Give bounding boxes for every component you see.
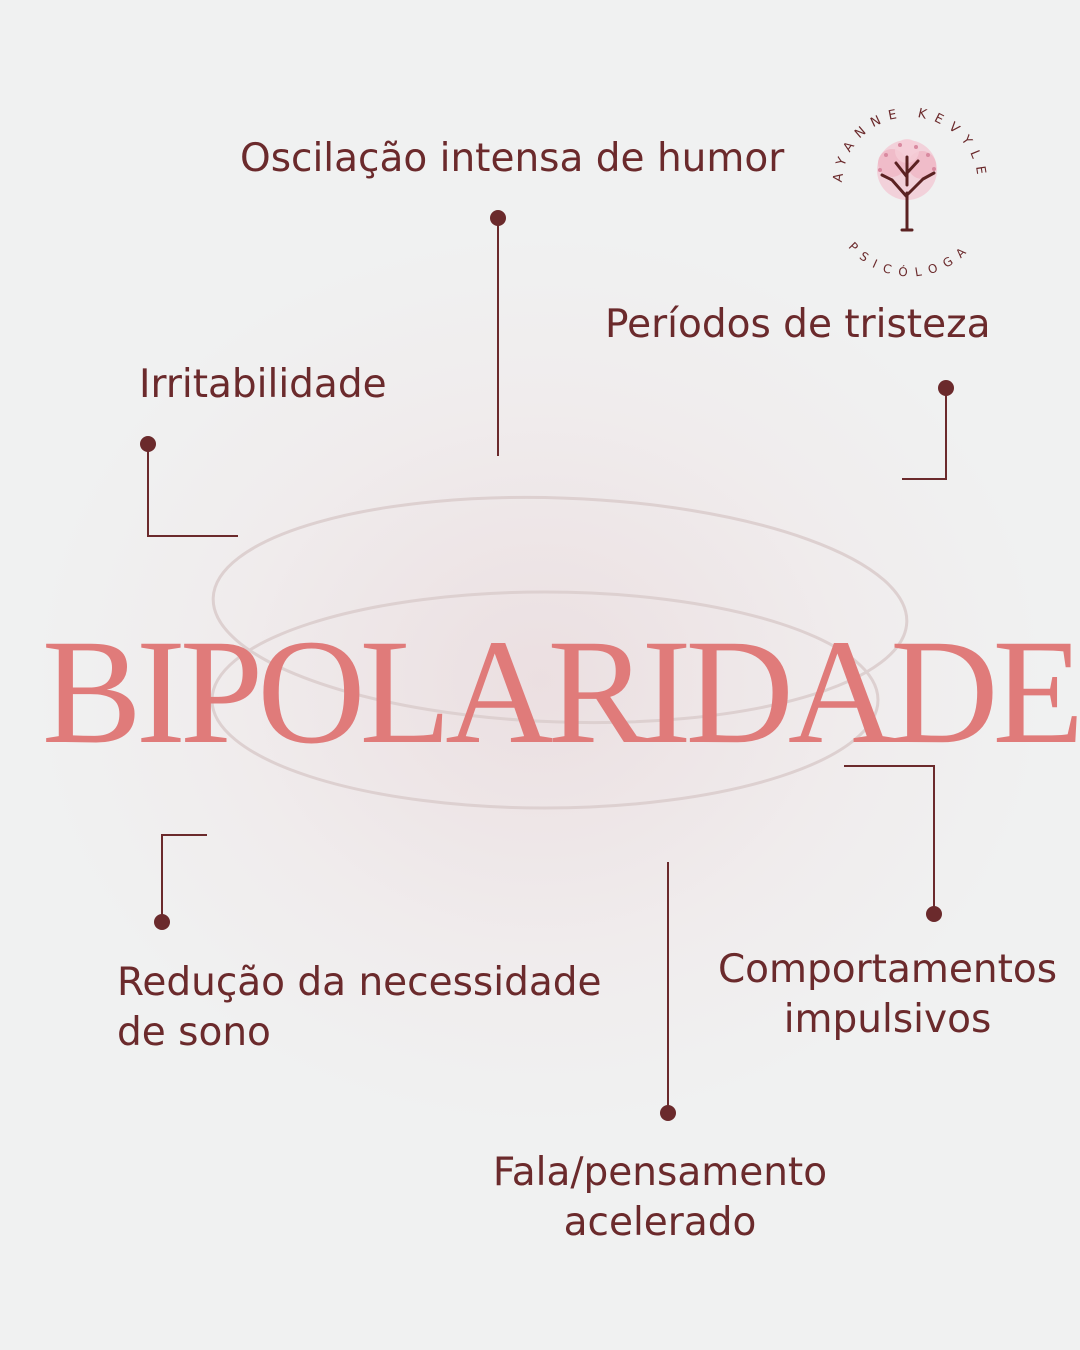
symptom-sono: Redução da necessidade de sono — [117, 958, 602, 1058]
connector-irritabilidade — [140, 436, 238, 537]
logo-profession: PSICÓLOGA — [846, 239, 975, 279]
connector-tristeza — [902, 380, 954, 480]
symptom-impulsivos-line2: impulsivos — [783, 997, 992, 1042]
symptom-sono-line2: de sono — [117, 1010, 271, 1055]
symptom-impulsivos: Comportamentos impulsivos — [700, 945, 1075, 1045]
symptom-tristeza: Períodos de tristeza — [605, 302, 991, 347]
symptom-sono-line1: Redução da necessidade — [117, 960, 602, 1005]
title-ellipse-top — [211, 495, 909, 725]
symptom-irritabilidade: Irritabilidade — [139, 362, 387, 407]
symptom-fala-line1: Fala/pensamento — [492, 1150, 828, 1195]
title-ellipse-bottom — [210, 590, 880, 810]
connector-sono — [154, 834, 207, 930]
symptom-oscilacao: Oscilação intensa de humor — [240, 136, 785, 181]
connector-fala — [660, 862, 676, 1121]
connector-impulsivos — [844, 765, 942, 922]
symptom-impulsivos-line1: Comportamentos — [717, 947, 1058, 992]
page-title: BIPOLARIDADE — [41, 609, 1080, 775]
symptom-fala-line2: acelerado — [563, 1200, 757, 1245]
brand-logo: DAYANNE KEVYLEN PSICÓLOGA — [801, 74, 1010, 285]
tree-icon — [877, 139, 937, 232]
symptom-fala: Fala/pensamento acelerado — [470, 1148, 850, 1248]
connector-oscilacao — [490, 210, 506, 456]
